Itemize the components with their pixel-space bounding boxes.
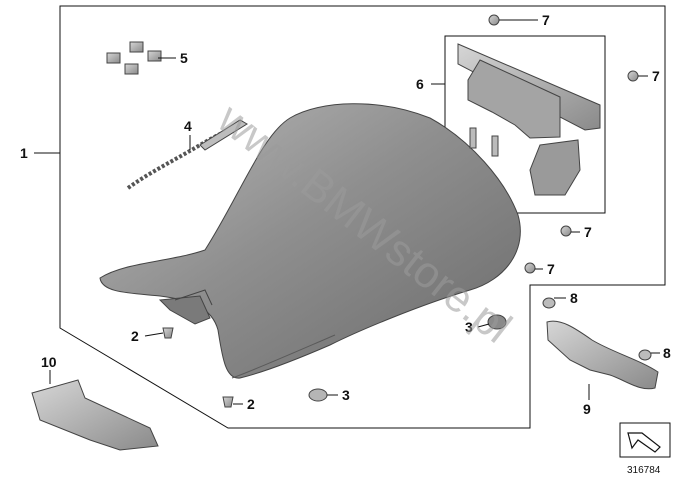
screws-part-7: [488, 14, 639, 274]
callout-9: 9: [583, 401, 591, 417]
screws-part-2: [162, 327, 234, 408]
callout-2-lower: 2: [247, 396, 255, 412]
callout-3-bottom: 3: [342, 387, 350, 403]
seat-part: [99, 103, 521, 379]
callout-6: 6: [416, 76, 424, 92]
reference-number: 316784: [627, 465, 661, 476]
inset-box-part-6: [444, 35, 606, 214]
clip-set-part: [106, 41, 162, 75]
callout-8-lower: 8: [663, 345, 671, 361]
assembly-frame: [59, 5, 666, 429]
direction-arrow-icon: [619, 422, 671, 458]
callout-7-middle: 7: [584, 224, 592, 240]
callout-7-top: 7: [542, 12, 550, 28]
callout-8-upper: 8: [570, 290, 578, 306]
callout-10: 10: [41, 354, 57, 370]
bracket-part-9: [542, 297, 659, 390]
callout-2-upper: 2: [131, 328, 139, 344]
bracket-assembly-part: [457, 43, 601, 196]
bracket-part-10: [31, 379, 159, 451]
callout-7-lower: 7: [547, 261, 555, 277]
callout-3-right: 3: [465, 319, 473, 335]
callout-4: 4: [184, 118, 192, 134]
callout-5: 5: [180, 50, 188, 66]
leader-lines: [34, 19, 660, 405]
buffers-part-3: [308, 314, 507, 402]
callout-1: 1: [20, 145, 28, 161]
callout-7-right: 7: [652, 68, 660, 84]
wiring-harness-part: [126, 119, 248, 190]
